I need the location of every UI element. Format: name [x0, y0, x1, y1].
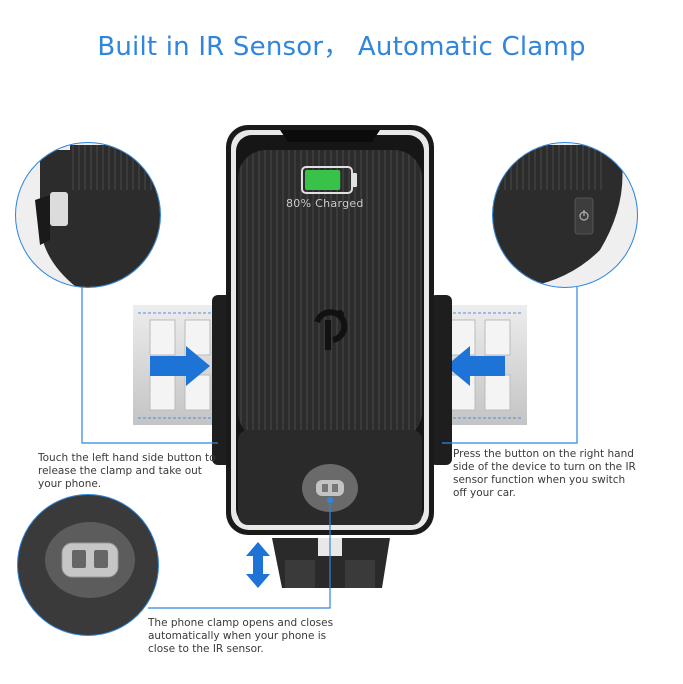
- vertical-arrow-icon: [246, 542, 270, 588]
- phone-holder-device: [212, 125, 452, 535]
- bottom-stand: [272, 538, 390, 588]
- battery-status-label: 80% Charged: [286, 197, 364, 210]
- left-button-caption: Touch the left hand side button to relea…: [38, 452, 216, 490]
- ir-sensor-caption: The phone clamp opens and closes automat…: [148, 617, 334, 655]
- right-button-zoom: [492, 142, 638, 288]
- power-button-icon: [579, 210, 589, 221]
- ir-sensor-icon: [302, 464, 358, 512]
- callout-lines: [81, 287, 578, 609]
- left-side-button: [50, 192, 68, 226]
- qi-logo-icon: [314, 309, 348, 350]
- ir-sensor-zoom: [17, 494, 159, 636]
- clamp-arrow-icon: [150, 346, 505, 386]
- page-title: Built in IR Sensor， Automatic Clamp: [97, 32, 586, 62]
- right-button-caption: Press the button on the right hand side …: [453, 448, 636, 499]
- battery-indicator: [301, 166, 357, 194]
- left-button-zoom: [15, 142, 161, 288]
